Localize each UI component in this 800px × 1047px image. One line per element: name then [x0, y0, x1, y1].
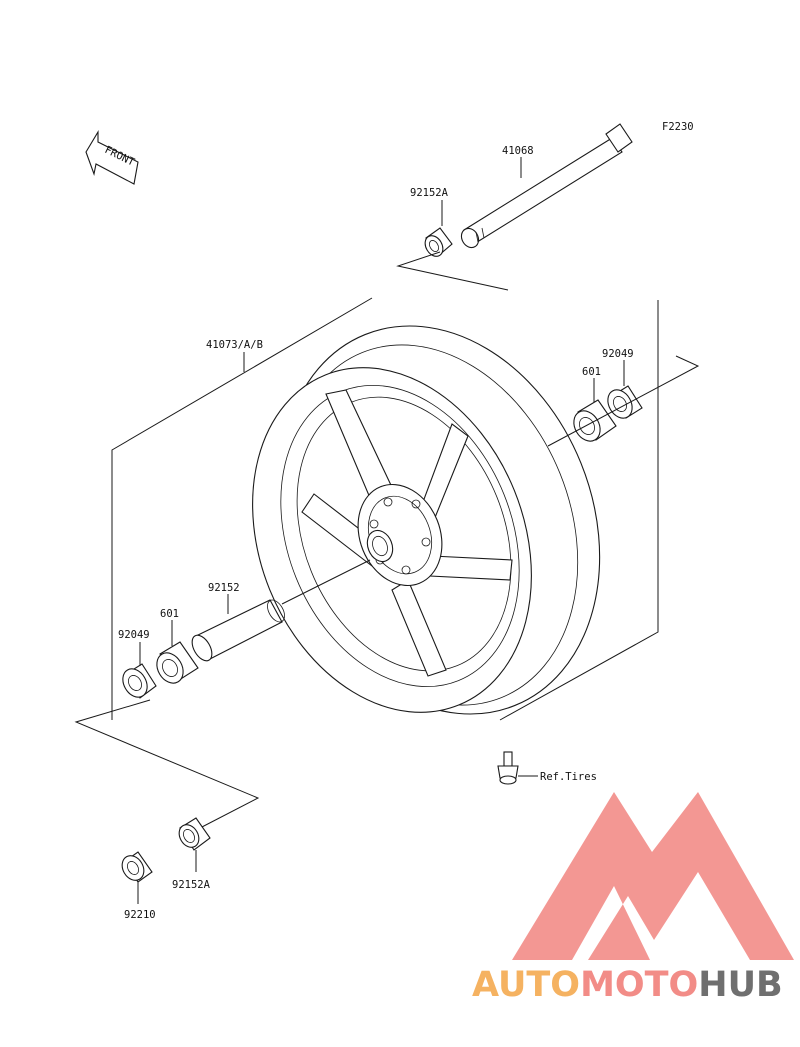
watermark-logo: [512, 792, 794, 960]
label-spacer: 92152: [208, 582, 240, 594]
valve-stem-icon: [497, 751, 519, 785]
label-wheel: 41073/A/B: [206, 339, 263, 351]
bearing-left-601: [156, 641, 199, 684]
watermark-auto: AUTO: [472, 965, 580, 1005]
watermark-triangle-icon: [512, 792, 794, 960]
label-collar-lower: 92152A: [172, 879, 211, 891]
collar-upper-92152A: [424, 227, 453, 257]
axle-41068: [460, 123, 633, 249]
label-collar-upper: 92152A: [410, 187, 449, 199]
label-ref-tires: Ref.Tires: [540, 771, 597, 783]
label-seal-right: 92049: [602, 348, 634, 360]
nut-92210: [121, 851, 153, 883]
collar-lower-92152A: [178, 817, 211, 851]
seal-left-92049: [122, 663, 157, 699]
diagram-code: F2230: [662, 121, 694, 133]
watermark-moto: MOTO: [580, 965, 698, 1005]
front-arrow-icon: FRONT: [85, 130, 139, 185]
label-axle: 41068: [502, 145, 534, 157]
watermark-brand: AUTOMOTOHUB: [472, 965, 783, 1005]
wheel-41073: [252, 325, 601, 715]
watermark-hub: HUB: [698, 965, 782, 1005]
label-bearing-right: 601: [582, 366, 601, 378]
label-seal-left: 92049: [118, 629, 150, 641]
label-bearing-left: 601: [160, 608, 179, 620]
label-nut: 92210: [124, 909, 156, 921]
spacer-92152: [191, 599, 285, 662]
